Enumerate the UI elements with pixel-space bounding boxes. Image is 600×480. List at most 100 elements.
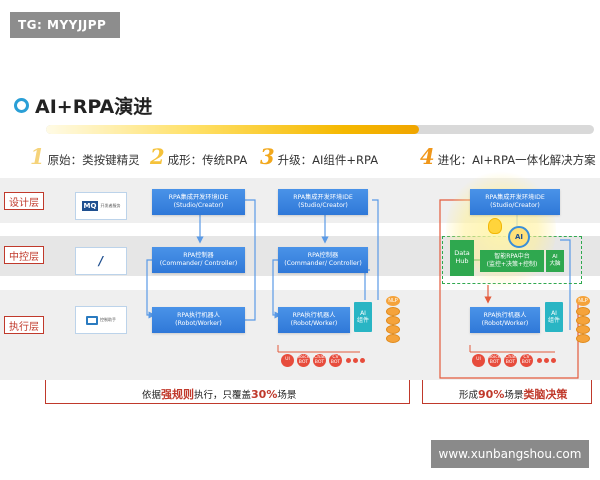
stage3-robot-box: RPA执行机器人 (Robot/Worker)	[278, 307, 350, 333]
left-text-before: 依据	[142, 390, 162, 401]
stage-1-label: 原始：类按键精灵	[47, 153, 140, 167]
stage4-exec-sub: (Robot/Worker)	[481, 320, 529, 327]
stage2-ctrl-sub: (Commander/ Controller)	[159, 260, 238, 267]
control-mark: /	[98, 254, 104, 268]
stage4-brain-bottom: 大脑	[549, 261, 561, 267]
stage2-ide-box: RPA集成开发环境IDE (Studio/Creator)	[152, 189, 245, 215]
stage3-ctrl-title: RPA控制器	[307, 251, 339, 259]
right-text-before: 形成	[459, 390, 479, 401]
right-text-strong2: 类脑决策	[523, 388, 568, 401]
stage-2-number: 2	[150, 144, 165, 169]
stage4-bot-ui: UI	[472, 354, 485, 367]
stage3-bot-voice: Voice BOT	[297, 354, 310, 367]
mq-text: 开发者服务	[100, 203, 121, 208]
stage4-center-sub: (监控+决策+控制)	[486, 261, 538, 268]
stage4-data-hub-top: Data	[454, 249, 470, 258]
stage3-bot-chat: Chat BOT	[313, 354, 326, 367]
layer-label-execute: 执行层	[4, 316, 44, 334]
stage3-bot-ui-top: UI	[285, 357, 290, 363]
stage2-robot-box: RPA执行机器人 (Robot/Worker)	[152, 307, 245, 333]
stage4-bot-chat-top: Chat	[505, 354, 516, 360]
stage-3: 3 升级：AI组件+RPA	[260, 144, 378, 169]
stage-4-label: 进化：AI+RPA一体化解决方案	[437, 153, 596, 167]
stage4-bot-cv-top: CV	[523, 354, 530, 360]
stage4-bot-voice-top: Voice	[488, 354, 501, 360]
stage4-bot-cv: CV BOT	[520, 354, 533, 367]
more-dot-icon	[551, 358, 556, 363]
stage4-bot-voice-bottom: BOT	[489, 359, 500, 365]
stage4-ide-sub: (Studio/Creator)	[490, 202, 540, 209]
stage4-coin-icon	[576, 325, 590, 334]
right-bracket-label: 形成90%场景类脑决策	[455, 386, 572, 402]
stage4-exec-title: RPA执行机器人	[483, 311, 527, 319]
left-text-strong1: 强规则	[161, 388, 195, 401]
stage2-exec-title: RPA执行机器人	[177, 311, 220, 319]
stage4-bot-chat: Chat BOT	[504, 354, 517, 367]
more-dot-icon	[353, 358, 358, 363]
left-text-strong2: 30%	[251, 388, 278, 401]
stage4-ide-title: RPA集成开发环境IDE	[485, 193, 545, 201]
stage2-ide-sub: (Studio/Creator)	[173, 202, 224, 209]
stage4-coin-icon	[576, 316, 590, 325]
stage3-ai-bottom: 组件	[356, 317, 369, 324]
stage4-bot-cv-bottom: BOT	[521, 359, 532, 365]
more-dot-icon	[360, 358, 365, 363]
monitor-icon	[86, 315, 98, 325]
stage3-coin-icon	[386, 325, 400, 334]
left-text-middle: 执行，只覆盖	[194, 390, 252, 401]
watermark-top: TG: MYYJJPP	[10, 12, 120, 38]
control-placeholder-box: /	[75, 247, 127, 275]
stage4-center-title: 智能RPA中台	[494, 253, 530, 261]
stage3-ai-top: AI	[360, 309, 366, 317]
evolution-progress-bar	[46, 125, 594, 134]
stage3-ide-box: RPA集成开发环境IDE (Studio/Creator)	[278, 189, 368, 215]
stage3-bot-voice-bottom: BOT	[298, 359, 309, 365]
stage4-coin-icon	[576, 307, 590, 316]
lightbulb-icon	[488, 218, 502, 234]
stage4-nlp-coin: NLP	[576, 296, 590, 306]
stage3-bot-cv-bottom: BOT	[330, 359, 341, 365]
right-text-middle: 场景	[504, 390, 524, 401]
stage3-coin-icon	[386, 307, 400, 316]
stage3-ai-component: AI 组件	[354, 302, 372, 332]
right-text-strong1: 90%	[478, 388, 505, 401]
ai-head-icon: AI	[508, 226, 530, 248]
stage3-exec-title: RPA执行机器人	[292, 311, 336, 319]
stage3-controller-box: RPA控制器 (Commander/ Controller)	[278, 247, 368, 273]
stage3-exec-sub: (Robot/Worker)	[290, 320, 338, 327]
stage3-bot-ui: UI	[281, 354, 294, 367]
stage-1-number: 1	[30, 144, 45, 169]
stage-4: 4 进化：AI+RPA一体化解决方案	[420, 144, 596, 169]
stage4-ai-top: AI	[551, 309, 557, 317]
more-dot-icon	[537, 358, 542, 363]
stage4-ai-component: AI 组件	[545, 302, 563, 332]
stage-1: 1 原始：类按键精灵	[30, 144, 140, 169]
stage4-ai-brain: AI 大脑	[546, 250, 564, 272]
stage-4-number: 4	[420, 144, 435, 169]
ring-icon	[14, 98, 29, 113]
left-bracket	[45, 380, 410, 404]
stage3-bot-chat-top: Chat	[314, 354, 325, 360]
stage4-robot-box: RPA执行机器人 (Robot/Worker)	[470, 307, 540, 333]
stage2-exec-sub: (Robot/Worker)	[175, 320, 222, 327]
stage3-ctrl-sub: (Commander/ Controller)	[284, 260, 362, 267]
more-dot-icon	[544, 358, 549, 363]
exec-logo-box: 控制助手	[75, 306, 127, 334]
stage3-bot-chat-bottom: BOT	[314, 359, 325, 365]
stage3-nlp-coin: NLP	[386, 296, 400, 306]
stage3-ide-sub: (Studio/Creator)	[298, 202, 348, 209]
stage3-bot-cv: CV BOT	[329, 354, 342, 367]
stage4-bot-voice: Voice BOT	[488, 354, 501, 367]
stage2-ide-title: RPA集成开发环境IDE	[168, 193, 229, 201]
stage3-bot-cv-top: CV	[332, 354, 339, 360]
left-bracket-label: 依据强规则执行，只覆盖30%场景	[138, 386, 301, 402]
stage4-smart-rpa-center: 智能RPA中台 (监控+决策+控制)	[480, 250, 544, 272]
layer-label-design: 设计层	[4, 192, 44, 210]
layer-label-control: 中控层	[4, 246, 44, 264]
mq-badge: MQ	[81, 201, 99, 211]
title-text: AI+RPA演进	[35, 96, 153, 118]
evolution-progress-fill	[46, 125, 419, 134]
stage4-bot-ui-top: UI	[476, 357, 481, 363]
stage4-data-hub-bottom: Hub	[455, 257, 469, 265]
right-bracket	[422, 380, 592, 404]
